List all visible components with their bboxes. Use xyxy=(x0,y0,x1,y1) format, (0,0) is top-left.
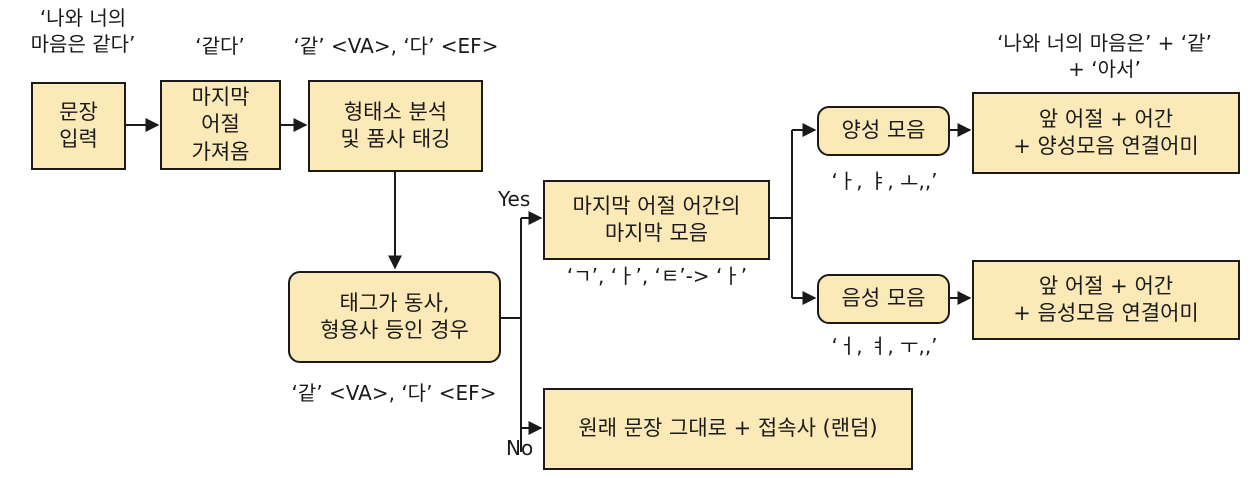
node-negative-result: 앞 어절 + 어간 + 음성모음 연결어미 xyxy=(972,260,1240,340)
node-last-vowel: 마지막 어절 어간의 마지막 모음 xyxy=(543,180,770,260)
branch-verb-check xyxy=(501,218,522,452)
node-positive-result: 앞 어절 + 어간 + 양성모음 연결어미 xyxy=(972,92,1240,174)
node-last-word: 마지막 어절 가져옴 xyxy=(160,80,281,170)
label-verb-example: ‘같’ <VA>, ‘다’ <EF> xyxy=(291,381,497,405)
node-input: 문장 입력 xyxy=(31,82,126,170)
label-last-word-example: ‘같다’ xyxy=(195,34,245,58)
node-verb-check: 태그가 동사, 형용사 등인 경우 xyxy=(288,271,501,363)
label-morph-example: ‘같’ <VA>, ‘다’ <EF> xyxy=(293,34,499,58)
branch-vowel-type xyxy=(770,130,793,298)
label-positive-examples: ‘ㅏ, ㅑ, ㅗ,,’ xyxy=(831,169,938,193)
label-yes: Yes xyxy=(498,187,531,211)
node-negative-vowel: 음성 모음 xyxy=(817,274,950,324)
label-no: No xyxy=(506,436,534,460)
node-positive-vowel: 양성 모음 xyxy=(817,106,950,156)
label-sentence-example: ‘나와 너의 마음은 같다’ xyxy=(30,6,136,56)
label-negative-examples: ‘ㅓ, ㅕ, ㅜ,,’ xyxy=(831,334,938,358)
node-no-result: 원래 문장 그대로 + 접속사 (랜덤) xyxy=(543,388,913,470)
node-morph-analysis: 형태소 분석 및 품사 태깅 xyxy=(308,80,483,172)
label-result-example: ‘나와 너의 마음은’ + ‘같’ + ‘아서’ xyxy=(997,31,1212,81)
label-vowel-example: ‘ㄱ’, ‘ㅏ’, ‘ㅌ’-> ‘ㅏ’ xyxy=(566,264,748,288)
